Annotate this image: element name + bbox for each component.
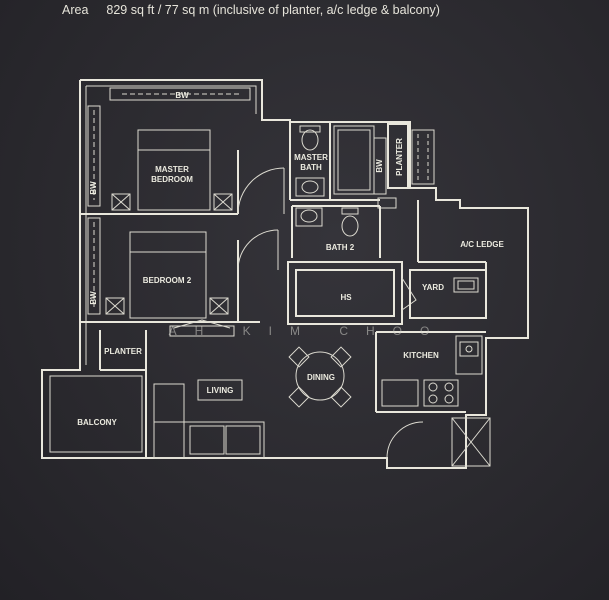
- kitchen-label: KITCHEN: [403, 351, 439, 360]
- master-bath-label-1: MASTER: [294, 153, 328, 162]
- ac-ledge-label: A/C LEDGE: [460, 240, 504, 249]
- yard-label: YARD: [422, 283, 444, 292]
- watermark: AH KIM CHOO: [169, 324, 448, 338]
- bw-label-bath: BW: [375, 159, 384, 173]
- living-sofa: [153, 319, 265, 459]
- planter-top: [387, 123, 435, 189]
- living-label: LIVING: [207, 386, 234, 395]
- ac-ledge: [417, 200, 487, 312]
- master-bedroom: [80, 87, 285, 215]
- bath-2: [291, 205, 381, 258]
- master-bath: [289, 122, 397, 209]
- kitchen: [375, 331, 491, 467]
- outer-walls: [41, 79, 529, 469]
- balcony-label: BALCONY: [77, 418, 117, 427]
- area-label: Area: [62, 3, 89, 17]
- bedroom-2-label: BEDROOM 2: [143, 276, 192, 285]
- dining-table: [288, 346, 352, 408]
- planter-left-and-balcony: [49, 330, 147, 458]
- area-heading: Area 829 sq ft / 77 sq m (inclusive of pl…: [62, 3, 440, 17]
- yard: [409, 269, 487, 319]
- bw-label-top: BW: [175, 91, 189, 100]
- bw-label-bedroom2: BW: [89, 291, 98, 305]
- dining-label: DINING: [307, 373, 335, 382]
- master-bedroom-label-1: MASTER: [155, 165, 189, 174]
- hs-label: HS: [340, 293, 352, 302]
- household-shelter: [287, 261, 417, 325]
- planter-left-label: PLANTER: [104, 347, 142, 356]
- master-bath-label-2: BATH: [300, 163, 322, 172]
- planter-top-label: PLANTER: [395, 138, 404, 176]
- area-value: 829 sq ft / 77 sq m (inclusive of plante…: [106, 3, 440, 17]
- bedroom-2: [80, 217, 279, 323]
- bw-label-master: BW: [89, 181, 98, 195]
- bath-2-label: BATH 2: [326, 243, 355, 252]
- master-bedroom-label-2: BEDROOM: [151, 175, 193, 184]
